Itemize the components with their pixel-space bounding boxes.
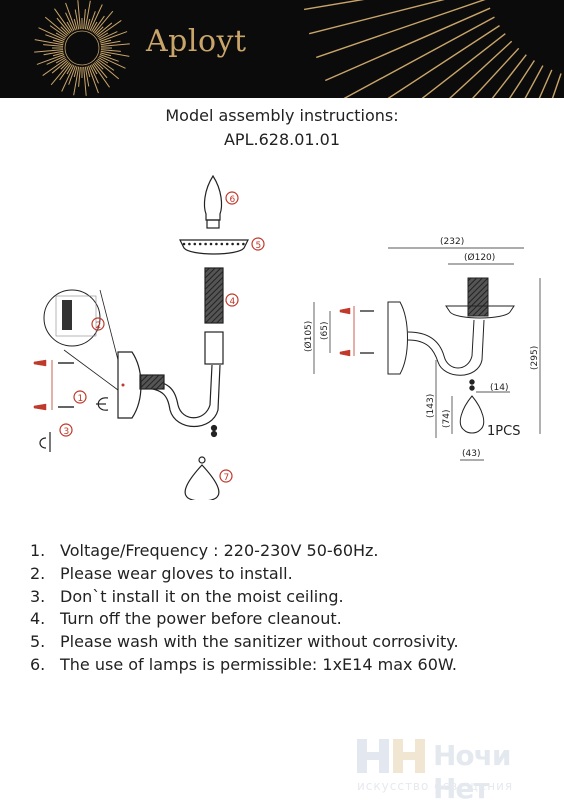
dim-width-total: (232) <box>440 237 464 247</box>
list-item: 6.The use of lamps is permissible: 1xE14… <box>30 654 457 674</box>
callout-7 <box>219 469 233 483</box>
wall-plate <box>117 351 142 419</box>
socket <box>204 331 224 365</box>
dim-pendant-height: (74) <box>442 410 452 428</box>
callout-2-label: 2 <box>96 321 102 331</box>
turn-arrow-icon <box>39 437 47 449</box>
dim-drop-height: (143) <box>426 394 436 418</box>
callout-4-label: 4 <box>230 297 236 307</box>
dim-height-total: (295) <box>530 346 540 370</box>
assembly-diagram: 6 5 4 2 1 <box>33 174 541 500</box>
dim-mount-spacing: (65) <box>320 322 330 340</box>
arm-side <box>407 319 485 376</box>
candle-sleeve <box>204 267 224 324</box>
list-item: 5.Please wash with the sanitizer without… <box>30 632 459 652</box>
list-item: 4.Turn off the power before cleanout. <box>30 609 342 629</box>
callout-5-label: 5 <box>256 241 262 251</box>
callout-4 <box>225 293 239 307</box>
callout-3 <box>59 423 73 437</box>
list-item: 3.Don`t install it on the moist ceiling. <box>30 586 344 606</box>
callout-1-label: 1 <box>78 394 84 404</box>
zoom-cone <box>63 289 119 391</box>
callout-1 <box>73 390 87 404</box>
quantity-label: 1PCS <box>487 424 520 439</box>
cup-side <box>445 305 515 319</box>
watermark: Ночи Нет искусство освещения <box>355 735 555 805</box>
watermark-logo-icon <box>357 739 425 773</box>
callout-3-label: 3 <box>64 427 70 437</box>
dim-pendant-offset: (14) <box>490 383 508 393</box>
instruction-list: 1.Voltage/Frequency : 220-230V 50-60Hz. … <box>30 540 550 677</box>
list-item: 1.Voltage/Frequency : 220-230V 50-60Hz. <box>30 541 379 560</box>
bulb-shape <box>203 174 223 221</box>
callout-7-label: 7 <box>224 473 230 483</box>
callout-5 <box>251 237 265 251</box>
callout-6 <box>225 191 239 205</box>
arm-joint <box>139 374 165 390</box>
pendant-side <box>459 395 485 434</box>
wall-plate-side <box>387 301 408 375</box>
wall-plug <box>33 359 47 367</box>
chain-link <box>210 424 218 432</box>
dimension-view <box>313 247 541 461</box>
dim-pendant-width: (43) <box>462 449 480 459</box>
watermark-subtitle: искусство освещения <box>357 779 514 793</box>
model-number: APL.628.01.01 <box>223 130 341 149</box>
callout-6-label: 6 <box>230 195 236 205</box>
pendant-hook <box>198 456 206 464</box>
exploded-view: 6 5 4 2 1 <box>33 174 265 500</box>
dim-cup-diameter: (Ø120) <box>464 252 495 263</box>
brand-header: Aployt <box>0 0 564 98</box>
callout-2 <box>91 317 105 331</box>
crystal-pendant <box>184 464 220 500</box>
brand-logo: Aployt <box>146 24 247 59</box>
list-item: 2.Please wear gloves to install. <box>30 563 293 583</box>
bulb-base <box>206 219 220 229</box>
cup-shape <box>179 239 249 255</box>
arm <box>141 364 221 428</box>
sunburst-decoration <box>34 0 562 98</box>
watermark-name: Ночи Нет <box>433 739 512 805</box>
doc-title: Model assembly instructions: <box>165 106 399 125</box>
dim-plate-diameter: (Ø105) <box>303 321 314 352</box>
sleeve-side <box>467 277 489 317</box>
